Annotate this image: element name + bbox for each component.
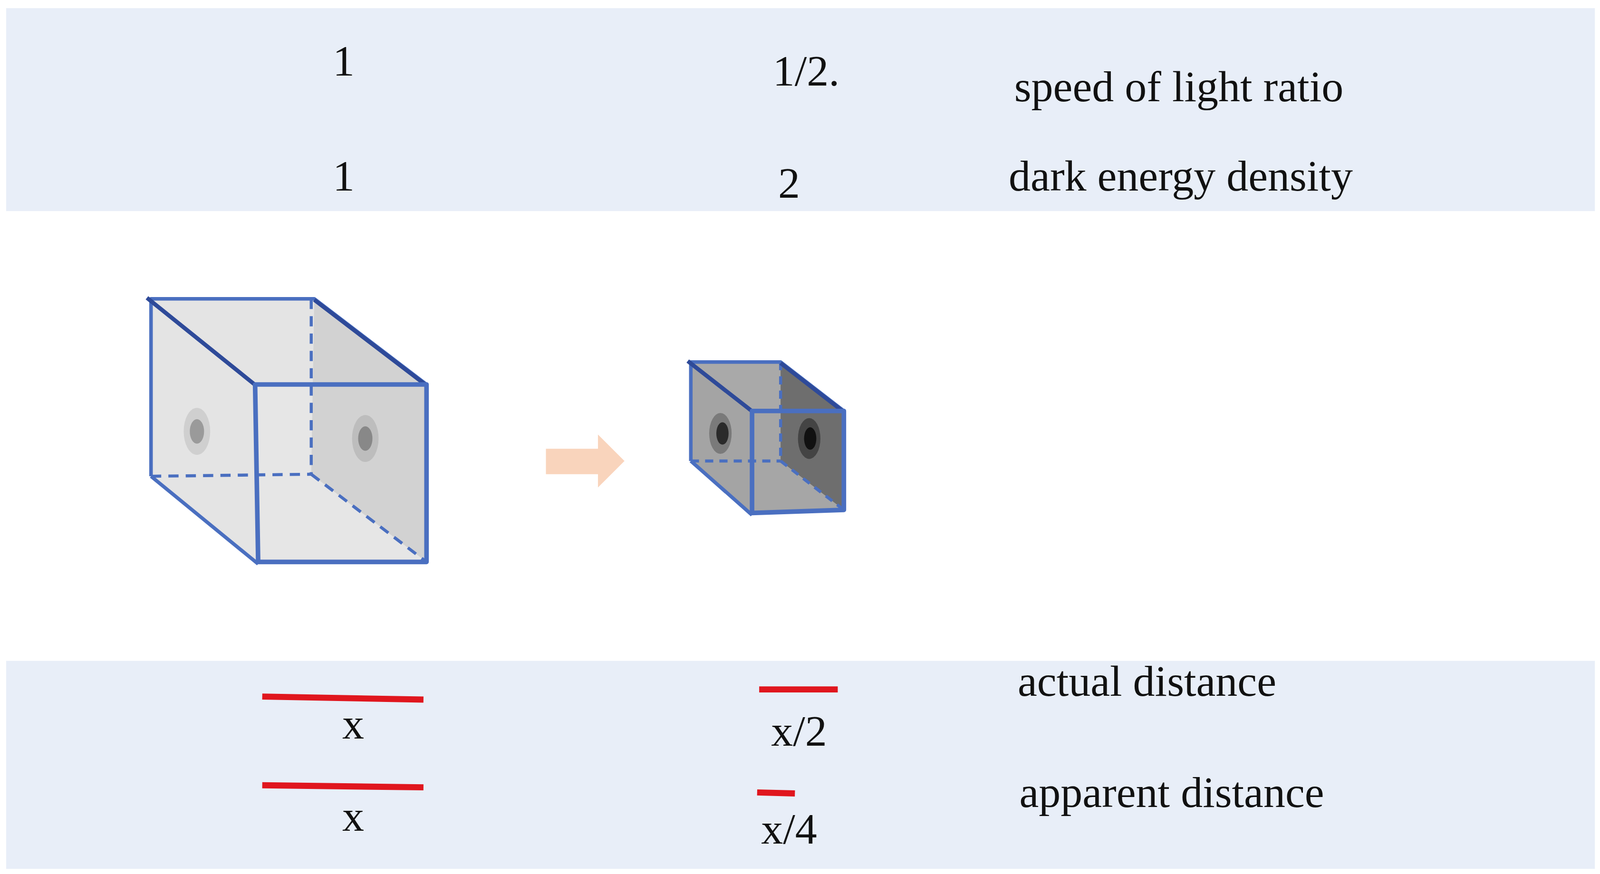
band-text: x/2 (771, 707, 828, 756)
transition-arrow (545, 434, 625, 488)
band-text: 2 (778, 159, 800, 208)
top-band (6, 8, 1595, 212)
band-text: x/4 (761, 805, 818, 854)
bottom-band (6, 661, 1595, 870)
distance-bars (262, 689, 839, 794)
band-text: actual distance (1017, 657, 1277, 706)
band-text: speed of light ratio (1014, 62, 1344, 111)
band-text: x (342, 700, 365, 749)
text-band: actual distancexx/2apparent distancexx/4 (6, 661, 1596, 870)
band-text: x (342, 792, 365, 841)
large-box (146, 298, 427, 565)
text-band: 1 1/2. speed of light ratio 1 2 dark energy d… (6, 8, 1596, 212)
band-text: 1 (332, 152, 355, 201)
band-text: dark energy density (1008, 152, 1353, 201)
band-text: 1/2. (772, 47, 840, 96)
band-text: apparent distance (1019, 768, 1324, 817)
small-box (687, 361, 844, 516)
band-text: 1 (332, 37, 355, 86)
